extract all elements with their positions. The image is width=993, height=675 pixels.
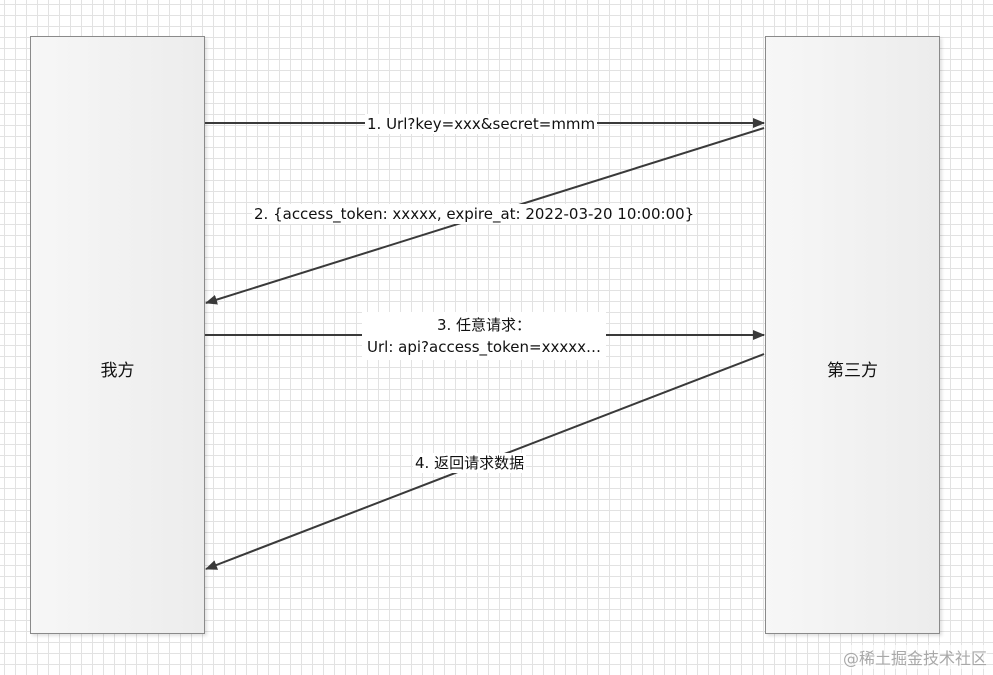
message-3-line-2: Url: api?access_token=xxxxx… (367, 338, 601, 356)
message-2-label: 2. {access_token: xxxxx, expire_at: 2022… (252, 204, 697, 224)
message-4-label: 4. 返回请求数据 (413, 453, 527, 473)
message-3-label: 3. 任意请求： Url: api?access_token=xxxxx… (362, 312, 606, 360)
actor-box-third-party: 第三方 (765, 36, 940, 634)
actor-label-self: 我方 (100, 361, 135, 381)
watermark: @稀土掘金技术社区 (842, 645, 987, 669)
message-3-line-1: 3. 任意请求： (436, 316, 532, 334)
actor-box-self: 我方 (30, 36, 205, 634)
message-1-label: 1. Url?key=xxx&secret=mmm (365, 114, 598, 134)
actor-label-third-party: 第三方 (827, 361, 878, 381)
